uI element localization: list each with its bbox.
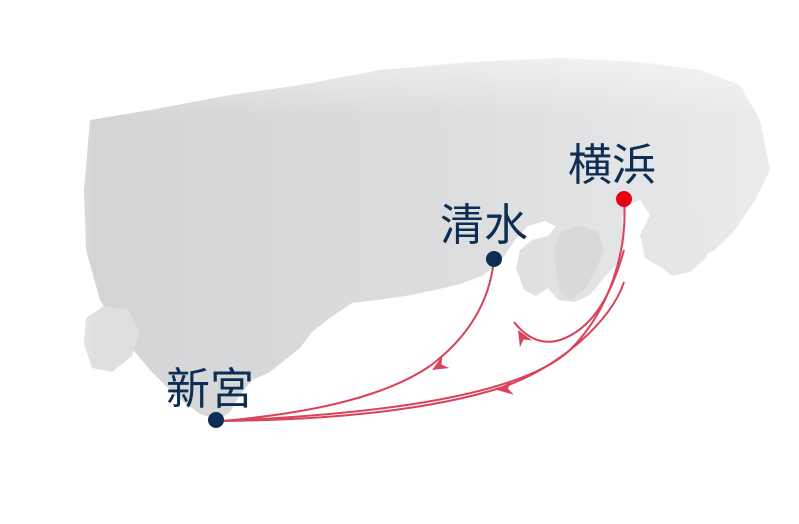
route-shimizu-shingu-arrow (432, 355, 450, 370)
port-label-shimizu: 清水 (440, 200, 528, 251)
port-marker-shimizu[interactable] (486, 251, 502, 267)
port-marker-yokohama[interactable] (616, 191, 632, 207)
port-label-yokohama: 横浜 (568, 140, 656, 191)
route-yokohama-shimizu (513, 249, 625, 343)
port-marker-shingu[interactable] (208, 412, 224, 428)
port-label-shingu: 新宮 (166, 364, 254, 415)
route-yokohama-shimizu-arrow (518, 330, 533, 348)
route-shimizu-shingu (221, 258, 495, 422)
route-shingu-yokohama (221, 281, 625, 422)
routes-layer (221, 198, 626, 422)
